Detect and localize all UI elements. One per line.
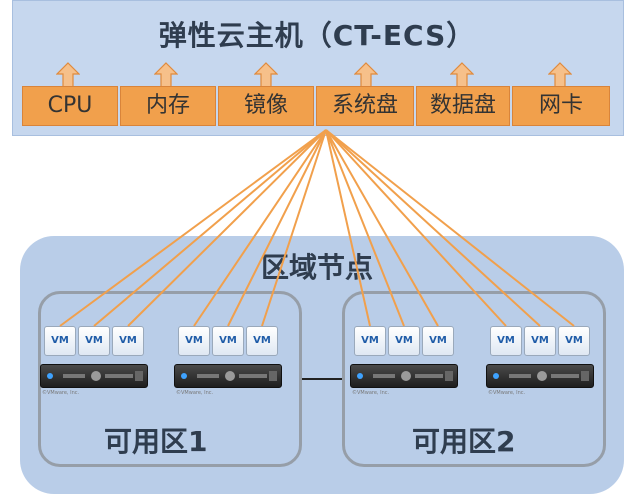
vm-icon: VM: [246, 326, 278, 356]
component-cpu: CPU: [22, 86, 118, 126]
up-arrow-icon: [450, 62, 474, 88]
vm-icon: VM: [178, 326, 210, 356]
up-arrow-icon: [254, 62, 278, 88]
server-caption: ©VMware, Inc.: [42, 390, 80, 396]
vm-icon: VM: [388, 326, 420, 356]
vm-icon: VM: [524, 326, 556, 356]
server-caption: ©VMware, Inc.: [352, 390, 390, 396]
diagram-title: 弹性云主机（CT-ECS）: [158, 19, 476, 52]
up-arrow-icon: [56, 62, 80, 88]
vm-icon: VM: [490, 326, 522, 356]
server-icon: [174, 364, 282, 388]
component-system-disk: 系统盘: [316, 86, 414, 126]
zone-2-label: 可用区2: [412, 425, 516, 458]
server-icon: [350, 364, 458, 388]
vm-icon: VM: [112, 326, 144, 356]
zone-1-label: 可用区1: [104, 425, 208, 458]
up-arrow-icon: [154, 62, 178, 88]
component-memory: 内存: [120, 86, 216, 126]
vm-icon: VM: [44, 326, 76, 356]
component-image: 镜像: [218, 86, 314, 126]
vm-icon: VM: [354, 326, 386, 356]
server-icon: [486, 364, 594, 388]
component-nic: 网卡: [512, 86, 610, 126]
zone-link-line: [302, 378, 342, 380]
vm-icon: VM: [558, 326, 590, 356]
up-arrow-icon: [354, 62, 378, 88]
server-caption: ©VMware, Inc.: [176, 390, 214, 396]
server-icon: [40, 364, 148, 388]
server-caption: ©VMware, Inc.: [488, 390, 526, 396]
vm-icon: VM: [422, 326, 454, 356]
vm-icon: VM: [212, 326, 244, 356]
region-title: 区域节点: [260, 251, 373, 284]
up-arrow-icon: [548, 62, 572, 88]
component-data-disk: 数据盘: [416, 86, 510, 126]
vm-icon: VM: [78, 326, 110, 356]
